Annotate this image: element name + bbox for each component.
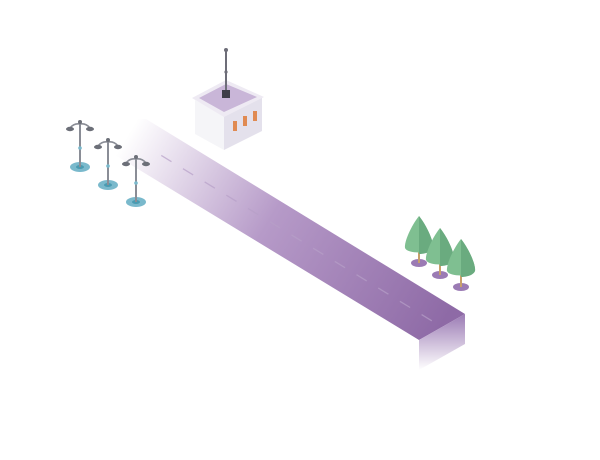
- lamp-head: [86, 126, 94, 132]
- road-dash: [334, 260, 346, 269]
- lamp-head: [142, 161, 150, 167]
- road-dash: [312, 247, 324, 256]
- lamp-cap: [134, 155, 138, 159]
- trees: [404, 216, 476, 291]
- tree: [446, 239, 476, 291]
- road-dash: [182, 168, 194, 176]
- road-dash: [291, 234, 302, 242]
- road-front-face: [419, 314, 465, 370]
- road-dash: [399, 300, 411, 309]
- lamp-cap: [78, 120, 82, 124]
- road-dash: [421, 313, 433, 322]
- street-lamp: [94, 138, 122, 190]
- lamp-head: [66, 126, 74, 132]
- lamp-ring: [106, 164, 110, 168]
- road-dash: [160, 154, 172, 163]
- lamp-head: [122, 161, 130, 167]
- street-lamp: [122, 155, 150, 207]
- tree: [425, 228, 455, 279]
- window: [233, 121, 237, 131]
- tree: [404, 216, 434, 267]
- window: [253, 111, 257, 121]
- road-dash: [269, 221, 281, 229]
- tree-crown-shade: [461, 239, 476, 277]
- tree-crown-shade: [440, 228, 455, 266]
- lamp-ring: [134, 181, 138, 185]
- lamp-ring: [78, 146, 82, 150]
- tree-crown-shade: [419, 216, 434, 254]
- road-dash: [204, 181, 216, 189]
- road-dash: [377, 287, 389, 295]
- lamp-cap: [106, 138, 110, 142]
- street-lamps: [66, 120, 150, 207]
- lamp-head: [94, 144, 102, 150]
- road-dash: [226, 194, 237, 202]
- street-lamp: [66, 120, 94, 172]
- window: [243, 116, 247, 126]
- road-center-dashes: [160, 154, 433, 322]
- lamp-head: [114, 144, 122, 150]
- isometric-road: [100, 119, 465, 370]
- antenna: [222, 48, 230, 98]
- road-dash: [356, 274, 368, 282]
- building-with-antenna: [192, 48, 264, 150]
- road-dash: [247, 207, 259, 216]
